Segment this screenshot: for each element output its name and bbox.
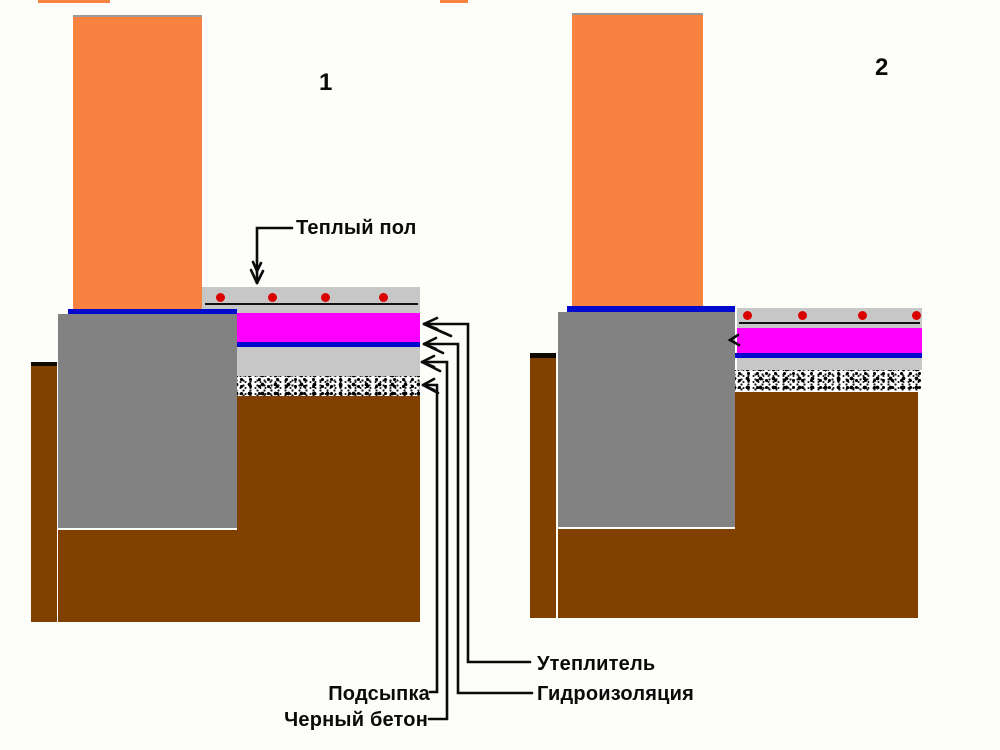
leader-waterproofing bbox=[422, 342, 534, 695]
crop-remnant-strip-left bbox=[38, 0, 110, 3]
soil-under-foundation-1 bbox=[58, 530, 237, 622]
ground-surface-line-1 bbox=[31, 362, 57, 366]
label-insulation: Утеплитель bbox=[537, 653, 656, 675]
soil-left-strip-2 bbox=[530, 358, 556, 618]
label-heated-floor: Теплый пол bbox=[296, 217, 417, 239]
insulation-layer-1 bbox=[237, 313, 420, 342]
rebar-line-2 bbox=[739, 322, 920, 324]
foundation-top-waterproofing-2 bbox=[567, 306, 735, 312]
heating-pipe-dot bbox=[798, 311, 807, 320]
label-waterproofing: Гидроизоляция bbox=[537, 683, 694, 705]
leader-bedding bbox=[421, 383, 439, 694]
foundation-2 bbox=[558, 312, 735, 527]
waterproofing-layer-1 bbox=[237, 342, 420, 347]
soil-under-foundation-2 bbox=[558, 529, 735, 618]
bedding-layer-2 bbox=[735, 370, 922, 392]
label-lean-concrete: Черный бетон bbox=[284, 709, 428, 731]
arrowhead-left-icon bbox=[420, 354, 442, 373]
heating-pipe-dot bbox=[216, 293, 225, 302]
heating-pipe-dot bbox=[743, 311, 752, 320]
rebar-line-1 bbox=[205, 303, 418, 305]
soil-under-floor-1 bbox=[237, 396, 420, 622]
arrowhead-left-icon bbox=[422, 316, 453, 338]
lean-concrete-layer-1 bbox=[237, 347, 420, 376]
heating-pipe-dot bbox=[912, 311, 921, 320]
foundation-top-waterproofing-1 bbox=[68, 309, 237, 314]
heating-pipe-dot bbox=[379, 293, 388, 302]
arrowhead-left-icon bbox=[421, 377, 440, 395]
soil-under-floor-2 bbox=[735, 392, 918, 618]
heating-pipe-dot bbox=[321, 293, 330, 302]
ground-surface-line-2 bbox=[530, 353, 556, 358]
insulation-layer-2 bbox=[737, 328, 922, 353]
soil-left-strip-1 bbox=[31, 366, 57, 622]
arrowhead-down-icon bbox=[249, 260, 265, 285]
brick-wall-1 bbox=[73, 15, 202, 311]
foundation-1 bbox=[58, 314, 237, 528]
diagram-number-2: 2 bbox=[875, 54, 889, 81]
arrowhead-left-icon bbox=[422, 336, 445, 355]
lean-concrete-layer-2 bbox=[737, 358, 922, 370]
leader-heated-floor bbox=[255, 226, 294, 285]
bedding-layer-1 bbox=[237, 376, 420, 396]
leader-lean-concrete bbox=[420, 360, 449, 721]
diagram-number-1: 1 bbox=[319, 69, 333, 96]
waterproofing-layer-2 bbox=[735, 353, 922, 358]
heating-pipe-dot bbox=[858, 311, 867, 320]
leader-insulation bbox=[422, 322, 532, 664]
label-bedding: Подсыпка bbox=[328, 683, 430, 705]
heating-pipe-dot bbox=[268, 293, 277, 302]
heated-floor-screed-2 bbox=[737, 308, 922, 328]
brick-wall-2 bbox=[572, 13, 703, 308]
crop-remnant-strip-right bbox=[440, 0, 468, 3]
